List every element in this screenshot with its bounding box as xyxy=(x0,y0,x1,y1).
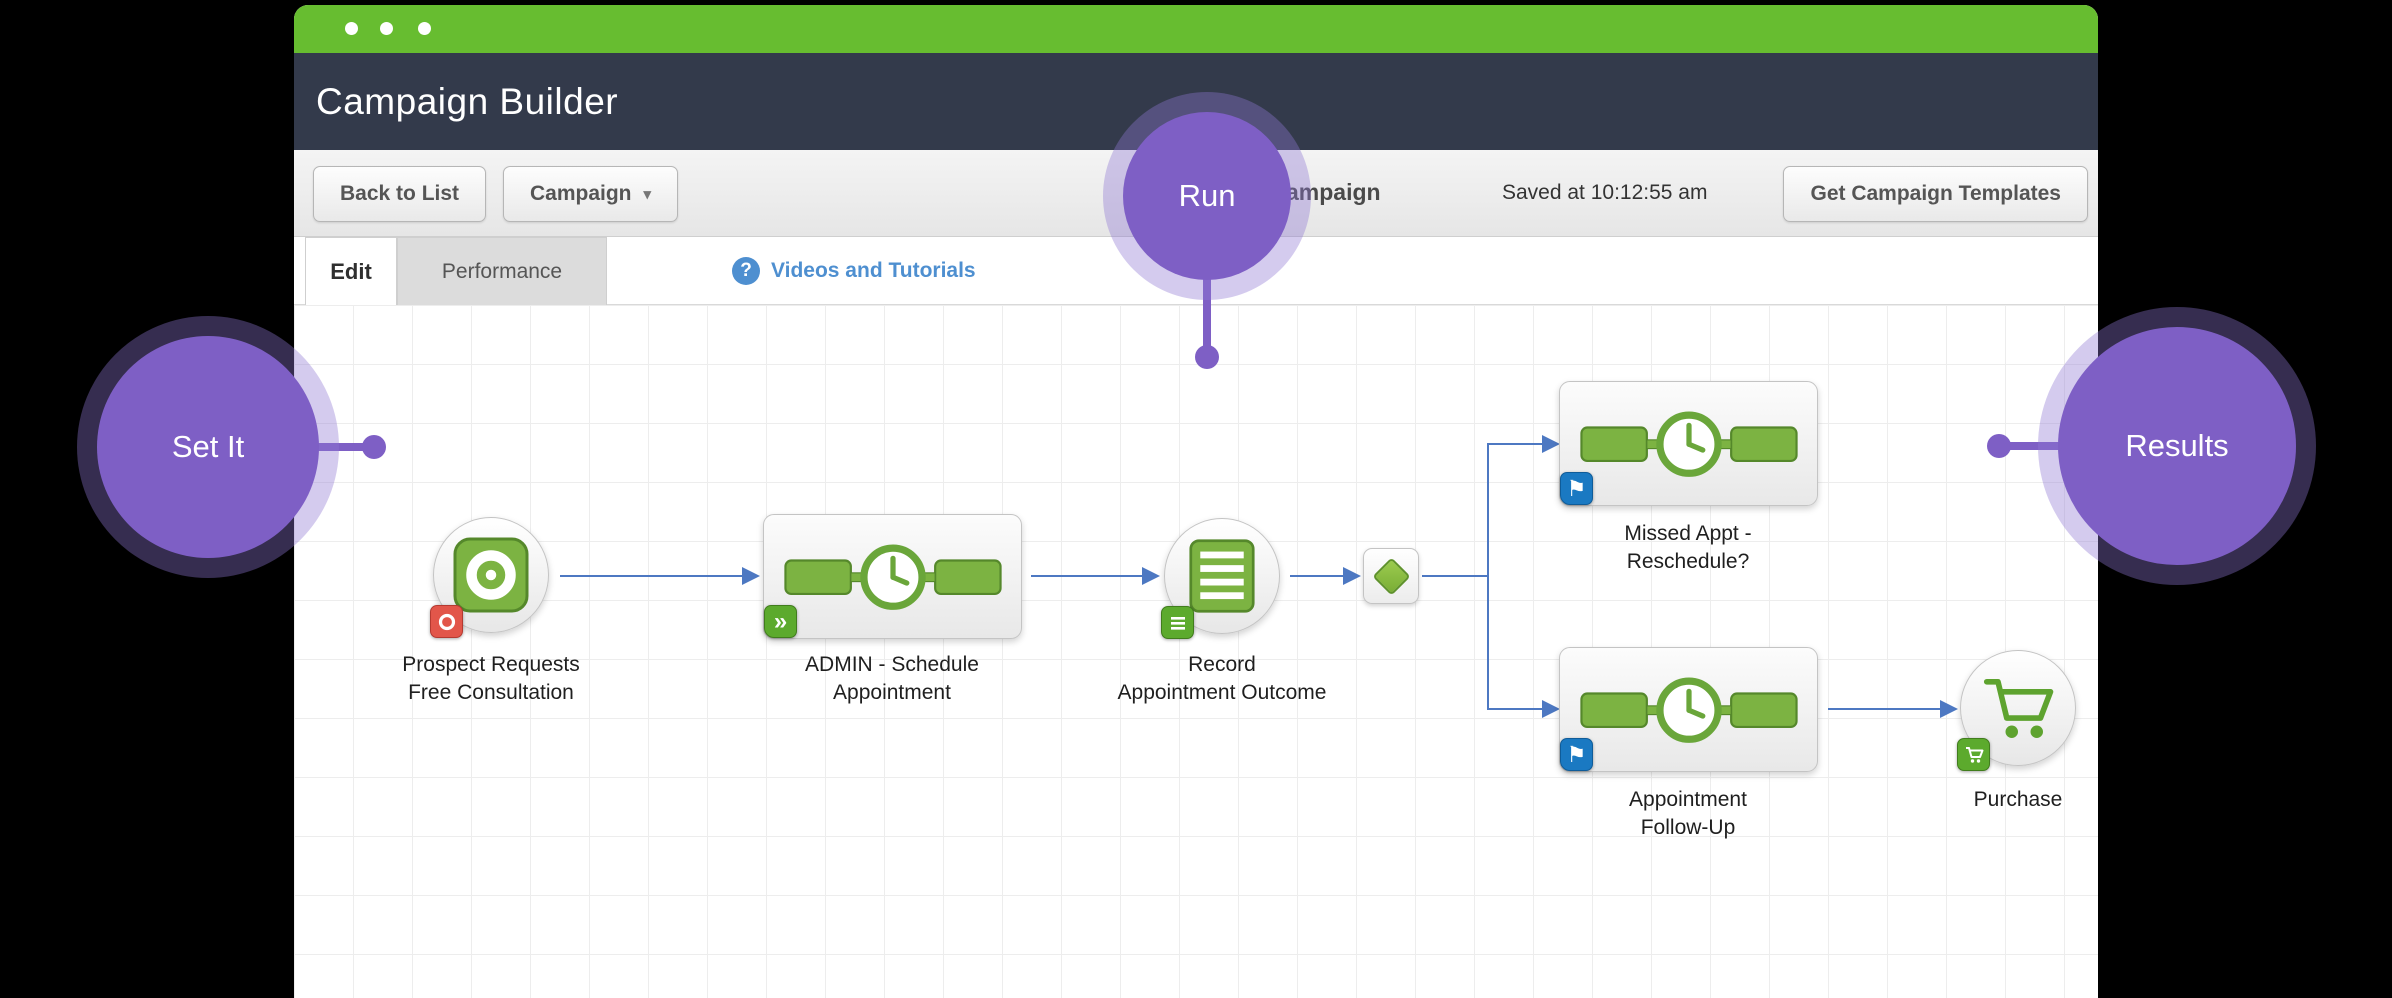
flag-badge-icon[interactable]: ⚑ xyxy=(1560,472,1593,505)
report-document-icon xyxy=(1189,539,1255,613)
saved-status: Saved at 10:12:55 am xyxy=(1502,181,1708,204)
node-label: Purchase xyxy=(1973,788,2063,811)
sequence-timer-icon xyxy=(1579,411,1798,477)
webform-badge-icon[interactable] xyxy=(430,605,463,638)
help-question-icon: ? xyxy=(732,257,760,285)
window-dot-icon[interactable] xyxy=(380,22,393,35)
sequence-running-badge-icon[interactable]: » xyxy=(764,605,797,638)
back-to-list-button[interactable]: Back to List xyxy=(313,166,487,222)
videos-tutorials-link[interactable]: ? Videos and Tutorials xyxy=(732,237,976,305)
shopping-cart-icon xyxy=(1983,678,2054,738)
node-label: Prospect Requests Free Consultation xyxy=(402,653,580,704)
flow-connector-arrows xyxy=(560,435,1958,718)
sequence-timer-icon xyxy=(1579,677,1798,743)
campaign-canvas[interactable]: Prospect Requests Free Consultation » AD… xyxy=(294,305,2098,998)
window-titlebar xyxy=(294,5,2098,53)
campaign-dropdown-label: Campaign xyxy=(530,182,632,205)
set-it-connector-dot xyxy=(362,435,386,459)
results-connector-line xyxy=(2006,442,2066,450)
tab-performance[interactable]: Performance xyxy=(397,237,607,305)
purchase-badge-icon[interactable] xyxy=(1957,738,1990,771)
campaign-name-partial: ampaign xyxy=(1286,179,1381,205)
node-missed-appt-sequence[interactable]: ⚑ xyxy=(1559,381,1818,506)
results-bubble: Results xyxy=(2058,327,2296,565)
run-bubble: Run xyxy=(1123,112,1291,280)
goal-target-icon xyxy=(453,537,529,613)
back-to-list-label: Back to List xyxy=(340,182,460,205)
run-connector-dot xyxy=(1195,345,1219,369)
results-connector-dot xyxy=(1987,434,2011,458)
node-admin-schedule-sequence[interactable]: » xyxy=(763,514,1022,639)
videos-tutorials-label: Videos and Tutorials xyxy=(771,259,976,282)
tab-edit[interactable]: Edit xyxy=(305,237,397,305)
node-prospect-goal[interactable] xyxy=(430,517,549,638)
flag-badge-icon[interactable]: ⚑ xyxy=(1560,738,1593,771)
get-campaign-templates-label: Get Campaign Templates xyxy=(1810,182,2061,205)
window-dot-icon[interactable] xyxy=(345,22,358,35)
node-label: Missed Appt - Reschedule? xyxy=(1624,522,1752,573)
set-it-connector-line xyxy=(315,443,375,451)
set-it-bubble: Set It xyxy=(97,336,319,558)
note-list-badge-icon[interactable] xyxy=(1161,606,1194,639)
node-purchase-goal[interactable] xyxy=(1957,650,2076,771)
get-campaign-templates-button[interactable]: Get Campaign Templates xyxy=(1783,166,2088,222)
node-label: ADMIN - Schedule Appointment xyxy=(805,653,979,704)
campaign-dropdown[interactable]: Campaign ▾ xyxy=(503,166,679,222)
node-label: Appointment Follow-Up xyxy=(1629,788,1747,839)
node-label: Record Appointment Outcome xyxy=(1117,653,1327,704)
sequence-timer-icon xyxy=(783,544,1002,610)
page-title: Campaign Builder xyxy=(316,80,619,122)
diamond-icon xyxy=(1371,556,1411,596)
run-connector-line xyxy=(1203,272,1211,354)
chevron-down-icon: ▾ xyxy=(643,186,652,203)
node-followup-sequence[interactable]: ⚑ xyxy=(1559,647,1818,772)
window-dot-icon[interactable] xyxy=(418,22,431,35)
decision-diamond-node[interactable] xyxy=(1363,548,1419,604)
node-record-outcome[interactable] xyxy=(1161,518,1280,639)
